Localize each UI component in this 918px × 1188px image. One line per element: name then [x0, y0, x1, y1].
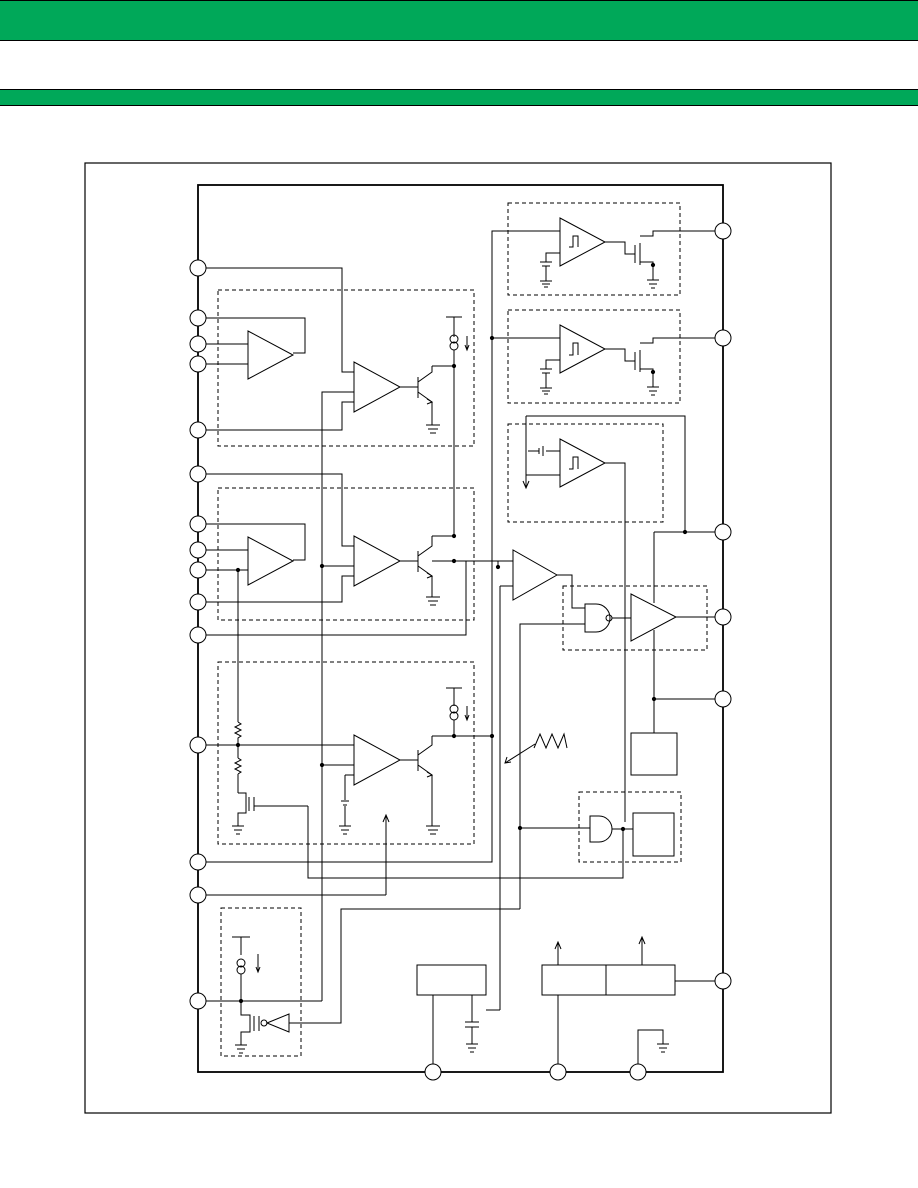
figure-frame	[84, 162, 832, 1114]
pin	[189, 992, 207, 1010]
pin	[189, 626, 207, 644]
pin	[714, 972, 732, 990]
resistor-icon	[233, 721, 243, 745]
comparator-block-1	[507, 202, 681, 296]
dashed-blocks	[217, 202, 708, 1057]
pwm-logic-block	[562, 585, 708, 651]
header-top-band	[0, 0, 918, 41]
pin	[189, 593, 207, 611]
channel1-block	[217, 289, 475, 447]
comparator-block-3	[507, 423, 664, 523]
sawtooth-icon	[533, 732, 568, 750]
resistor-icon	[233, 757, 243, 775]
header-bottom-band	[0, 89, 918, 106]
mosfet-icon	[634, 230, 715, 280]
schmitt-trigger-icon	[569, 235, 579, 248]
npn-transistor-icon	[417, 736, 434, 826]
pwm-comparator	[512, 549, 559, 601]
error-amp	[247, 330, 295, 380]
mosfet-icon	[240, 1001, 260, 1045]
pin	[714, 222, 732, 240]
pin	[714, 690, 732, 708]
timer-block	[632, 812, 675, 857]
pin	[714, 329, 732, 347]
softstart-block	[220, 907, 302, 1057]
comparator-block-2	[507, 309, 681, 404]
pwm-comparator	[353, 535, 402, 587]
bottom-pins	[424, 1063, 647, 1081]
pin	[189, 515, 207, 533]
bias-block-left	[541, 964, 607, 996]
pin	[189, 355, 207, 373]
schmitt-trigger-icon	[569, 456, 579, 470]
mosfet-icon	[634, 337, 715, 387]
capacitor-icon	[465, 1021, 479, 1028]
pin	[189, 736, 207, 754]
error-amp	[247, 536, 295, 586]
pwm-section	[466, 531, 715, 1010]
current-source-icon	[449, 704, 459, 721]
bottom-blocks	[416, 935, 715, 1064]
pin	[189, 561, 207, 579]
softstart-circuit	[206, 852, 520, 1054]
current-source-icon	[449, 334, 459, 351]
pin	[189, 335, 207, 353]
channel1-circuit	[206, 267, 470, 852]
schmitt-trigger-icon	[569, 342, 579, 356]
npn-transistor-icon	[417, 366, 434, 425]
pin	[189, 886, 207, 904]
nand-gate-icon	[584, 603, 613, 633]
pin	[714, 608, 732, 626]
current-source-icon	[236, 958, 246, 975]
pin	[189, 465, 207, 483]
schmitt-comparator	[559, 217, 607, 267]
pin	[189, 853, 207, 871]
channel3-circuit	[206, 687, 495, 896]
pin	[189, 259, 207, 277]
reference-block	[630, 732, 678, 776]
regulator-block	[416, 964, 487, 996]
protection-block	[578, 791, 682, 863]
pin	[629, 1063, 647, 1081]
schmitt-comparator	[559, 438, 607, 488]
schmitt-comparator	[559, 324, 607, 374]
pin	[189, 421, 207, 439]
pin	[714, 523, 732, 541]
channel2-block	[217, 487, 475, 621]
pwm-comparator	[353, 734, 402, 786]
pin	[189, 541, 207, 559]
inverter	[265, 1013, 290, 1033]
npn-transistor-icon	[417, 536, 434, 597]
pwm-comparator	[353, 361, 402, 413]
bias-block-right	[605, 964, 676, 996]
and-gate-icon	[589, 815, 613, 843]
comparators	[489, 217, 715, 862]
channel2-circuit	[206, 473, 498, 722]
output-driver	[630, 593, 678, 642]
pin	[549, 1063, 567, 1081]
right-pins	[714, 222, 732, 990]
pin	[189, 309, 207, 327]
protection-circuit	[307, 806, 675, 879]
pin	[424, 1063, 442, 1081]
channel3-block	[217, 661, 475, 845]
left-pins	[189, 259, 207, 1010]
mosfet-icon	[237, 792, 308, 826]
